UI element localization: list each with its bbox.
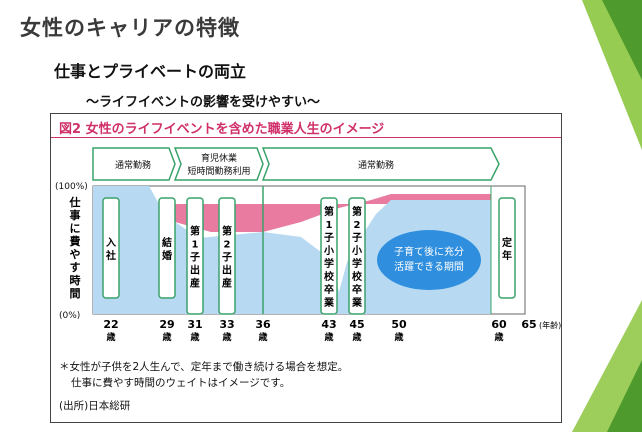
slide-subtitle: 仕事とプライベートの両立 bbox=[54, 62, 247, 81]
event-label-char: 産 bbox=[222, 277, 232, 290]
event-label-char: 卒 bbox=[352, 283, 362, 296]
phase-label-2b: 短時間勤務利用 bbox=[187, 165, 250, 177]
age-label: 29 bbox=[159, 318, 174, 331]
y-axis-char: 間 bbox=[70, 287, 81, 300]
event-label-char: 年 bbox=[502, 249, 512, 262]
age-label: 歳 bbox=[105, 331, 115, 343]
event-box bbox=[102, 197, 120, 299]
event-label-char: 出 bbox=[222, 264, 232, 277]
source-note: (出所)日本総研 bbox=[59, 400, 131, 412]
event-label-char: 2 bbox=[354, 220, 361, 231]
event-label-char: 第 bbox=[190, 225, 200, 238]
age-label: 31 bbox=[187, 318, 202, 331]
figure-title-rule bbox=[51, 137, 561, 138]
age-label: 歳 bbox=[161, 331, 171, 343]
event-label-char: 子 bbox=[222, 252, 232, 264]
event-label-char: 学 bbox=[324, 257, 334, 270]
y-top-label: (100%) bbox=[55, 182, 88, 192]
figure-title: 図2 女性のライフイベントを含めた職業人生のイメージ bbox=[59, 122, 385, 137]
y-axis-label: 仕事に費やす時間 bbox=[69, 195, 81, 300]
age-label: 歳 bbox=[393, 331, 403, 343]
event-box bbox=[218, 197, 236, 315]
slide-title: 女性のキャリアの特徴 bbox=[20, 16, 240, 40]
y-bottom-label: (0%) bbox=[59, 311, 80, 321]
event-label-char: 小 bbox=[323, 244, 334, 257]
event-label-char: 校 bbox=[324, 270, 335, 283]
event-label-char: 婚 bbox=[162, 249, 172, 262]
age-label: 歳 bbox=[189, 331, 199, 343]
phase-arrow-2 bbox=[173, 147, 264, 181]
figure-panel: 図2 女性のライフイベントを含めた職業人生のイメージ 通常勤務 育児休業 短時間… bbox=[50, 113, 562, 423]
event-label-char: 第 bbox=[222, 225, 232, 238]
age-unit: (年齢) bbox=[539, 320, 561, 330]
event-label-char: 子 bbox=[324, 232, 334, 244]
age-label: 歳 bbox=[323, 331, 333, 343]
ellipse-line-1: 子育て後に充分 bbox=[394, 245, 464, 258]
career-diagram: 通常勤務 育児休業 短時間勤務利用 通常勤務 (100%) (0%) 仕事に費や… bbox=[55, 147, 561, 343]
event-box bbox=[186, 197, 204, 315]
event-label-char: 校 bbox=[352, 270, 363, 283]
y-axis-char: 費 bbox=[69, 234, 81, 248]
event-label-char: 1 bbox=[192, 240, 199, 251]
event-label-char: 小 bbox=[351, 244, 362, 257]
age-label: 33 bbox=[219, 318, 234, 331]
slide-subsubtitle: ～ライフイベントの影響を受けやすい～ bbox=[86, 95, 321, 110]
age-label: 歳 bbox=[493, 331, 503, 343]
age-label: 43 bbox=[321, 318, 336, 331]
note-1: ＊女性が子供を2人生んで、定年まで働き続ける場合を想定。 bbox=[59, 361, 349, 373]
y-axis-char: す bbox=[70, 261, 81, 274]
ellipse-line-2: 活躍できる期間 bbox=[394, 261, 464, 273]
event-label-char: 学 bbox=[352, 257, 362, 270]
y-axis-char: 事 bbox=[70, 208, 81, 222]
age-label: 22 bbox=[103, 318, 118, 331]
event-box bbox=[348, 197, 366, 315]
phase-arrow-3 bbox=[261, 147, 500, 181]
event-label-char: 1 bbox=[326, 220, 333, 231]
phase-label-1: 通常勤務 bbox=[115, 159, 151, 171]
event-label-char: 結 bbox=[162, 236, 172, 249]
event-box bbox=[158, 197, 176, 299]
note-2: 仕事に費やす時間のウェイトはイメージです。 bbox=[71, 377, 291, 389]
y-axis-char: 仕 bbox=[69, 195, 81, 209]
age-label: 45 bbox=[349, 318, 364, 331]
event-label-char: 業 bbox=[351, 296, 363, 309]
age-label: 36 bbox=[255, 318, 271, 331]
phase-label-2a: 育児休業 bbox=[201, 152, 237, 164]
phase-bars: 通常勤務 育児休業 短時間勤務利用 通常勤務 bbox=[92, 147, 500, 181]
phase-label-3: 通常勤務 bbox=[358, 159, 394, 171]
event-box bbox=[320, 197, 338, 315]
corner-decoration bbox=[572, 0, 642, 432]
event-label-char: 産 bbox=[190, 277, 200, 290]
age-label: 歳 bbox=[351, 331, 361, 343]
age-label: 65 bbox=[521, 318, 536, 331]
y-axis-char: や bbox=[70, 248, 81, 261]
event-label-char: 業 bbox=[323, 296, 335, 309]
age-label: 50 bbox=[391, 318, 407, 331]
event-label-char: 卒 bbox=[324, 283, 334, 296]
event-label-char: 入 bbox=[106, 237, 116, 249]
event-label-char: 子 bbox=[190, 252, 200, 264]
event-label-char: 第 bbox=[352, 205, 362, 218]
y-axis-char: に bbox=[70, 222, 81, 235]
y-axis-char: 時 bbox=[70, 273, 81, 287]
phase-arrow-1 bbox=[92, 147, 176, 181]
age-label: 歳 bbox=[257, 331, 267, 343]
event-label-char: 出 bbox=[190, 264, 200, 277]
event-label-char: 2 bbox=[224, 240, 231, 251]
age-label: 歳 bbox=[221, 331, 231, 343]
event-label-char: 社 bbox=[105, 249, 116, 262]
event-label-char: 子 bbox=[352, 232, 362, 244]
age-label: 60 bbox=[491, 318, 507, 331]
event-label-char: 第 bbox=[324, 205, 334, 218]
active-period-ellipse bbox=[377, 230, 481, 290]
event-box bbox=[498, 197, 516, 299]
event-label-char: 定 bbox=[502, 236, 512, 249]
